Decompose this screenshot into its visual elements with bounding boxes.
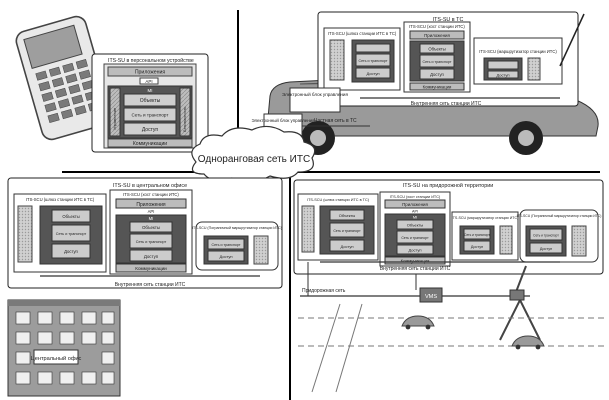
office-border-network: Сеть и транспорт bbox=[212, 243, 241, 247]
svg-text:Электронный блок управления: Электронный блок управления bbox=[282, 91, 348, 97]
vehicle-scu-router: ITS-SCU (маршрутизатор станции ИТС) Дост… bbox=[473, 37, 563, 85]
roadside-scu-host-label: ITS-SCU (хост станции ИТС) bbox=[390, 195, 441, 199]
roadside-gw-objects: Объекты bbox=[339, 213, 356, 218]
traffic-pole-icon bbox=[499, 265, 541, 341]
roadside-router-access: Доступ bbox=[471, 245, 483, 249]
car-icon-top bbox=[401, 315, 435, 330]
personal-mi: MI bbox=[148, 88, 153, 93]
personal-api: API bbox=[145, 79, 152, 84]
office-network: Сеть и транспорт bbox=[136, 240, 167, 244]
office-api: API bbox=[148, 209, 155, 214]
office-scu-border: ITS-SCU (Пограничный маршрутизатор станц… bbox=[192, 221, 282, 271]
office-gw-network: Сеть и транспорт bbox=[56, 232, 87, 236]
office-scu-gateway: ITS-SCU (шлюз станции ИТС в ТС) Объекты … bbox=[13, 193, 107, 273]
vehicle-private-net: Частная сеть в ТС bbox=[314, 118, 357, 124]
roadside-mi: MI bbox=[413, 216, 417, 220]
office-scu-host-label: ITS-SCU (хост станции ИТС) bbox=[123, 192, 179, 197]
vehicle-objects: Объекты bbox=[428, 47, 445, 52]
vehicle-comm: Коммуникации bbox=[423, 85, 452, 90]
roadside-internal-net: Внутренняя сеть станции ИТС bbox=[380, 266, 451, 272]
vehicle-scu-host-label: ITS-SCU (хост станции ИТС) bbox=[409, 24, 465, 29]
office-internal-net: Внутренняя сеть станции ИТС bbox=[115, 282, 186, 288]
vms-sign bbox=[419, 287, 443, 303]
vehicle-network: Сеть и транспорт bbox=[423, 60, 452, 64]
vehicle-scu-left-network: Сеть и транспорт bbox=[359, 59, 388, 63]
office-scu-border-label: ITS-SCU (Пограничный маршрутизатор станц… bbox=[192, 226, 282, 230]
roadside-scu-gateway-label: ITS-SCU (шлюз станции ИТС в ТС) bbox=[307, 198, 370, 202]
office-building-icon bbox=[7, 299, 121, 397]
roadside-api: API bbox=[412, 210, 418, 214]
office-scu-host: ITS-SCU (хост станции ИТС) Приложения AP… bbox=[109, 189, 193, 275]
personal-access: Доступ bbox=[142, 127, 159, 133]
roadside-app: Приложения bbox=[402, 202, 428, 207]
roadside-scu-gateway: ITS-SCU (шлюз станции ИТС в ТС) Объекты … bbox=[297, 193, 379, 261]
office-gw-objects: Объекты bbox=[62, 214, 79, 219]
office-mi: MI bbox=[149, 216, 154, 221]
personal-app: Приложения bbox=[135, 70, 166, 76]
vehicle-ecu-bottom-label: Электронный блок управления bbox=[251, 118, 315, 123]
roadside-router-network: Сеть и транспорт bbox=[464, 233, 490, 237]
vehicle-scu-left-label: ITS-SCU (шлюз станции ИТС в ТС) bbox=[328, 31, 397, 36]
personal-security: Безопасность bbox=[182, 106, 187, 132]
roadside-gw-access: Доступ bbox=[340, 244, 353, 249]
personal-objects: Объекты bbox=[140, 98, 161, 104]
roadside-net-label: Придорожная сеть bbox=[302, 288, 346, 294]
vehicle-scu-host: ITS-SCU (хост станции ИТС) Приложения Об… bbox=[403, 21, 471, 93]
roadside-network: Сеть и транспорт bbox=[401, 236, 429, 240]
roadside-comm: Коммуникации bbox=[401, 259, 430, 264]
roadside-title: ITS-SU на придорожной территории bbox=[403, 182, 494, 189]
cloud-label: Одноранговая сеть ИТС bbox=[198, 154, 310, 165]
vehicle-title: ITS-SU в ТС bbox=[433, 17, 464, 23]
vehicle-scu-left: ITS-SCU (шлюз станции ИТС в ТС) Сеть и т… bbox=[323, 27, 401, 91]
personal-security-bar bbox=[179, 87, 191, 137]
roadside-scu-router: ITS-SCU (маршрутизатор станции ИТС) Сеть… bbox=[451, 211, 519, 261]
vehicle-scu-left-access: Доступ bbox=[366, 71, 379, 76]
personal-title: ITS-SU в персональном устройстве bbox=[108, 57, 194, 64]
vehicle-scu-router-label: ITS-SCU (маршрутизатор станции ИТС) bbox=[479, 49, 557, 54]
vehicle-router-access: Доступ bbox=[496, 73, 509, 78]
office-objects: Объекты bbox=[142, 225, 160, 230]
roadside-scu-border-label: ITS-SCU (Пограничный маршрутизатор станц… bbox=[517, 214, 602, 218]
vms-label: VMS bbox=[425, 294, 437, 300]
vehicle-app: Приложения bbox=[424, 33, 450, 38]
office-gw-access: Доступ bbox=[64, 249, 78, 254]
roadside-scu-host: ITS-SCU (хост станции ИТС) Приложения AP… bbox=[379, 191, 451, 267]
roadside-scu-router-label: ITS-SCU (маршрутизатор станции ИТС) bbox=[452, 216, 519, 220]
personal-network: Сеть и транспорт bbox=[132, 113, 170, 118]
office-building-label: Центральный офис bbox=[31, 355, 82, 362]
antenna-icon bbox=[559, 13, 585, 67]
office-scu-gateway-label: ITS-SCU (шлюз станции ИТС в ТС) bbox=[26, 197, 95, 202]
roadside-gw-network: Сеть и транспорт bbox=[333, 229, 361, 233]
roadside-access: Доступ bbox=[408, 248, 421, 253]
personal-management: Управление bbox=[112, 107, 117, 130]
roadside-objects: Объекты bbox=[407, 223, 424, 228]
office-title: ITS-SU в центральном офисе bbox=[113, 183, 187, 189]
roadside-border-network: Сеть и транспорт bbox=[533, 234, 559, 238]
office-access: Доступ bbox=[144, 254, 159, 259]
roadside-scu-border: ITS-SCU (Пограничный маршрутизатор станц… bbox=[517, 209, 602, 263]
office-border-access: Доступ bbox=[219, 254, 232, 259]
personal-device-station: ITS-SU в персональном устройстве Приложе… bbox=[91, 53, 209, 153]
vehicle-ecu-top-label: Электронный блок управления bbox=[282, 91, 348, 97]
roadside-border-access: Доступ bbox=[540, 247, 552, 251]
car-icon-bottom bbox=[511, 335, 545, 350]
office-app: Приложения bbox=[136, 202, 166, 208]
vehicle-ecu-top bbox=[289, 87, 341, 113]
vehicle-access: Доступ bbox=[430, 72, 444, 77]
svg-text:Электронный блок управления: Электронный блок управления bbox=[251, 118, 315, 123]
vehicle-internal-net: Внутренняя сеть станции ИТС bbox=[411, 101, 482, 107]
office-comm: Коммуникации bbox=[135, 266, 167, 271]
personal-comm: Коммуникации bbox=[133, 141, 167, 147]
personal-management-bar bbox=[109, 87, 121, 137]
